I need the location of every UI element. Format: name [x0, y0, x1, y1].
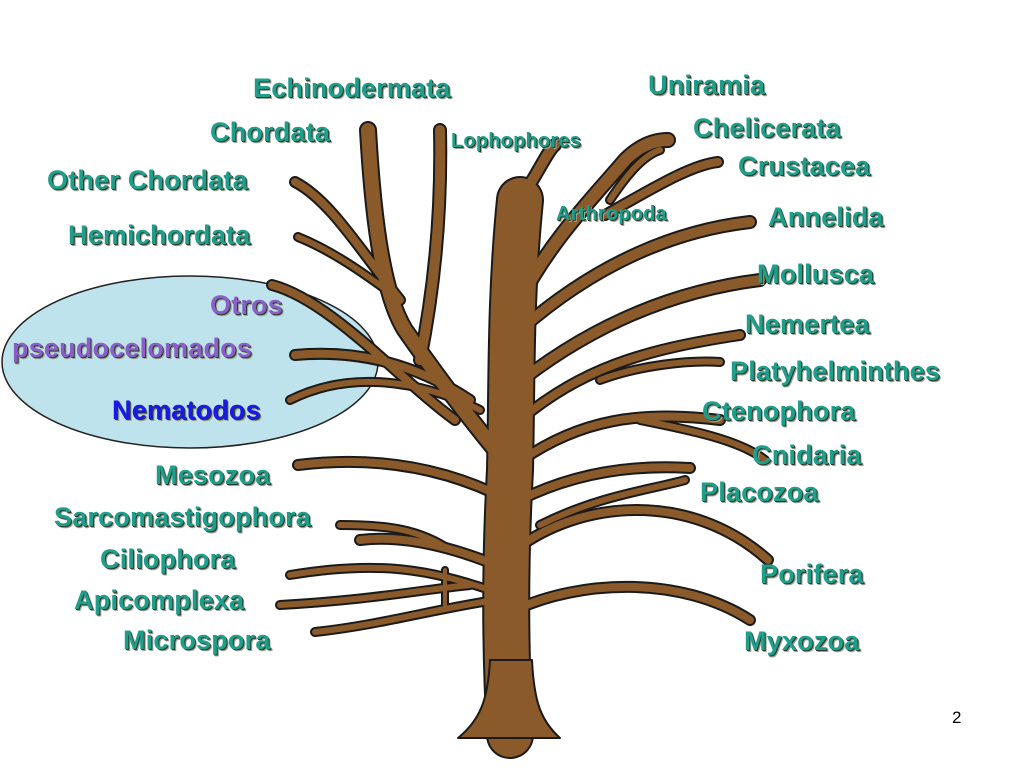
label-apicomplexa: Apicomplexa: [74, 585, 245, 615]
tree-trunk-and-branches: [266, 121, 774, 759]
label-porifera: Porifera: [760, 559, 864, 589]
label-placozoa: Placozoa: [700, 477, 819, 507]
tree-trunk-base: [457, 659, 561, 739]
label-sarcomastigophora: Sarcomastigophora: [54, 502, 311, 532]
label-uniramia: Uniramia: [648, 70, 766, 100]
label-nemertea: Nemertea: [745, 309, 870, 339]
label-ctenophora: Ctenophora: [702, 396, 856, 426]
label-chordata: Chordata: [210, 117, 331, 147]
label-other-chordata: Other Chordata: [47, 165, 248, 195]
label-ciliophora: Ciliophora: [100, 544, 236, 574]
label-lophophores: Lophophores: [451, 130, 581, 152]
label-crustacea: Crustacea: [738, 151, 871, 181]
label-hemichordata: Hemichordata: [68, 220, 251, 250]
label-chelicerata: Chelicerata: [693, 113, 841, 143]
label-otros: Otros: [210, 290, 284, 320]
label-pseudocelomados: pseudocelomados: [12, 333, 253, 363]
label-myxozoa: Myxozoa: [744, 626, 860, 656]
label-cnidaria: Cnidaria: [752, 440, 862, 470]
label-annelida: Annelida: [768, 202, 884, 232]
label-mollusca: Mollusca: [757, 259, 875, 289]
label-echinodermata: Echinodermata: [253, 73, 451, 103]
label-nematodos: Nematodos: [112, 395, 261, 425]
label-platyhelminthes: Platyhelminthes: [730, 356, 941, 386]
slide-number: 2: [952, 708, 962, 727]
label-arthropoda: Arthropoda: [556, 203, 667, 225]
label-mesozoa: Mesozoa: [155, 460, 271, 490]
label-microspora: Microspora: [123, 625, 271, 655]
